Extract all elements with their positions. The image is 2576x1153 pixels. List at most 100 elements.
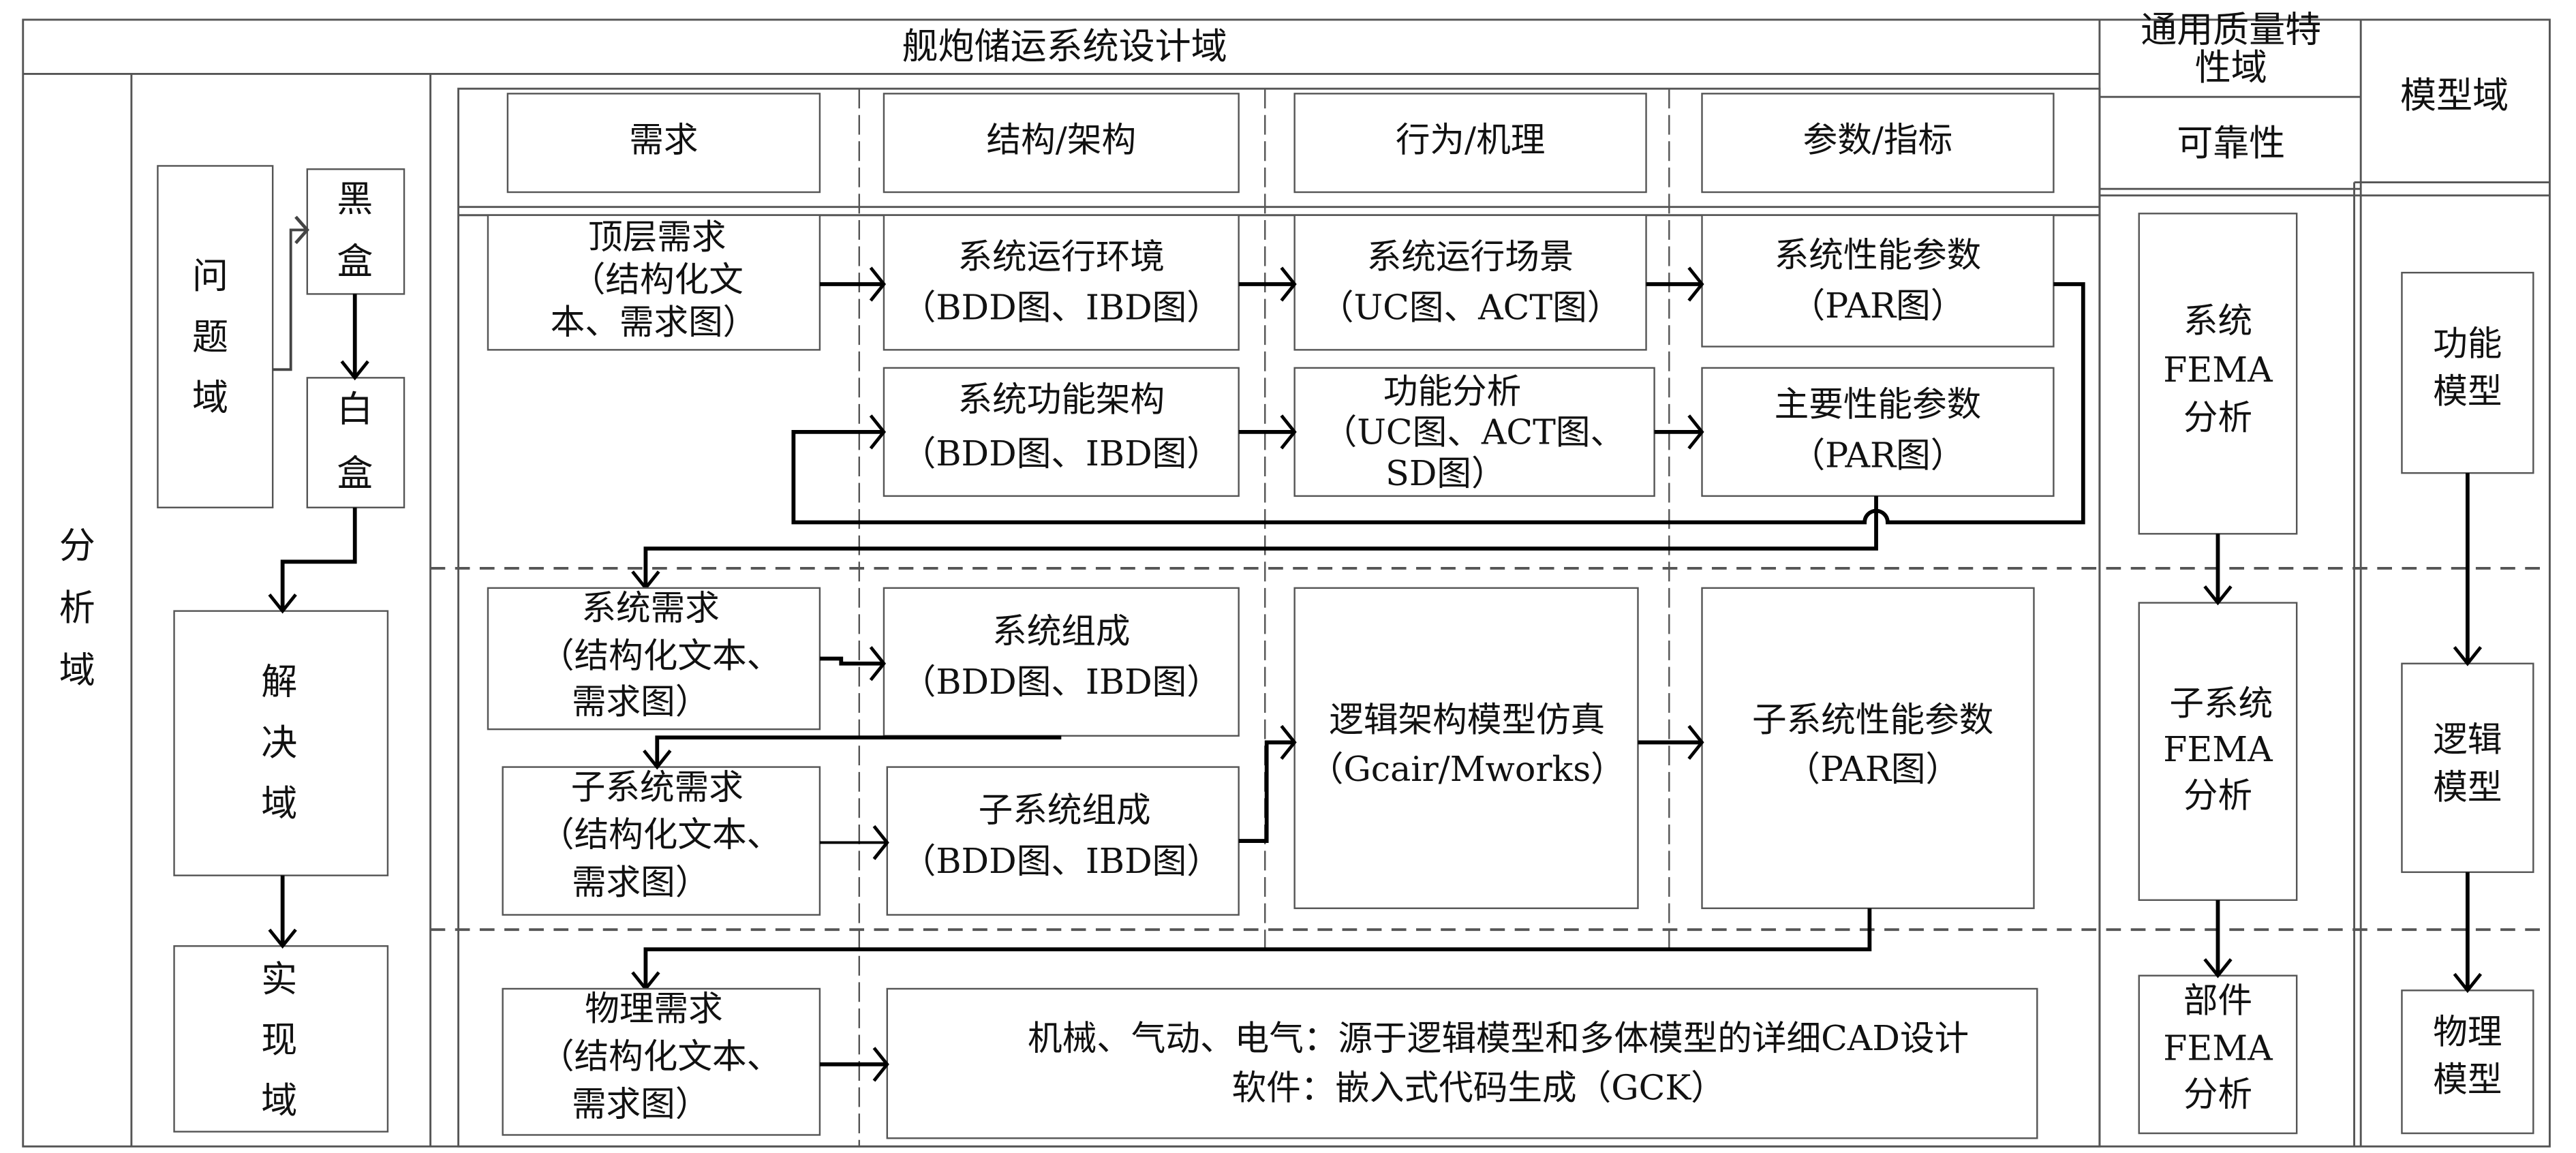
functional-architecture-box <box>883 367 1240 497</box>
arrowhead-scenario <box>1280 266 1297 302</box>
label-line: 顶层需求 <box>588 217 726 257</box>
performance-params-label: 系统性能参数 （PAR图） <box>1775 234 1982 326</box>
label-line: 模型 <box>2433 767 2502 807</box>
system-fema-label: 系统 FEMA 分析 <box>2163 301 2273 437</box>
label-line: 系统运行场景 <box>1367 236 1574 277</box>
arrowhead-solution <box>268 594 297 614</box>
physical-requirement-box <box>502 987 821 1136</box>
component-fema-box <box>2138 974 2298 1135</box>
label-line: 域 <box>261 782 297 825</box>
label-line: 逻辑 <box>2433 719 2502 759</box>
arrowhead-implementation <box>268 928 297 949</box>
label-line: 系统组成 <box>992 611 1130 651</box>
label-line: 子系统组成 <box>979 790 1151 830</box>
white-box <box>306 377 405 508</box>
functional-architecture-label: 系统功能架构 （BDD图、IBD图） <box>902 380 1221 474</box>
system-requirement-box <box>487 587 821 731</box>
main-performance-params-label: 主要性能参数 （PAR图） <box>1775 384 1982 476</box>
subsystem-fema-label: 子系统 FEMA 分析 <box>2163 683 2273 815</box>
arrowhead-subsystem-req <box>643 749 672 770</box>
system-requirement-label: 系统需求 （结构化文本、 需求图） <box>540 588 781 722</box>
arrowhead-blackbox <box>294 215 310 245</box>
subsystem-composition-to-simulation-connector <box>1238 740 1293 843</box>
label-line: 主要性能参数 <box>1775 384 1982 425</box>
label-line: 部件 <box>2183 981 2252 1021</box>
label-line: 功能 <box>2433 324 2502 364</box>
arrowhead-component-fema <box>2203 958 2233 979</box>
label-line: 模型 <box>2433 1059 2502 1099</box>
arrowhead-environment <box>869 266 887 302</box>
reliability-title: 可靠性 <box>2177 122 2285 164</box>
functional-analysis-box <box>1293 367 1655 497</box>
label-line: 域 <box>59 649 95 692</box>
label-line: 实 <box>261 958 297 1000</box>
label-line: SD图） <box>1385 453 1505 493</box>
label-line: 现 <box>261 1019 297 1061</box>
arrowhead-whitebox <box>340 360 369 381</box>
detailed-design-box <box>886 987 2038 1139</box>
arrowhead-detailed-design <box>872 1047 889 1082</box>
analysis-domain-label: 分 析 域 <box>59 525 95 692</box>
column-header-requirement <box>506 93 821 194</box>
system-req-to-composition-connector <box>819 656 883 666</box>
column-header-structure <box>883 93 1240 194</box>
label-line: 分析 <box>2183 1074 2252 1114</box>
label-line: 系统需求 <box>581 588 719 628</box>
quality-domain-title-line1: 通用质量特 <box>2141 9 2321 51</box>
system-composition-box <box>883 587 1240 737</box>
label-line: FEMA <box>2163 729 2273 769</box>
arrowhead-simulation <box>1280 724 1297 760</box>
implementation-domain-box <box>173 945 389 1133</box>
arrowhead-params <box>1687 266 1704 302</box>
label-line: 需求图） <box>572 1084 709 1124</box>
label-line: 物理 <box>2433 1011 2502 1051</box>
label-line: 系统功能架构 <box>957 380 1165 420</box>
operating-scenario-box <box>1293 214 1647 351</box>
label-line: 需求图） <box>572 681 709 722</box>
label-line: 解 <box>261 661 297 703</box>
operating-environment-box <box>883 214 1240 351</box>
functional-model-label: 功能 模型 <box>2433 324 2502 412</box>
label-line: 系统性能参数 <box>1775 234 1982 275</box>
label-line: 子系统性能参数 <box>1752 700 1993 740</box>
solution-domain-box <box>173 610 389 876</box>
physical-model-box <box>2401 989 2534 1135</box>
label-line: （结构化文 <box>571 260 743 300</box>
label-line: （结构化文本、 <box>540 636 781 676</box>
label-line: （BDD图、IBD图） <box>902 841 1221 881</box>
problem-to-blackbox-connector <box>273 228 306 371</box>
label-line: 盒 <box>337 241 373 283</box>
logic-simulation-box <box>1293 587 1639 910</box>
label-line: 模型 <box>2433 371 2502 411</box>
physical-model-label: 物理 模型 <box>2433 1011 2502 1099</box>
column-header-parameters-label: 参数/指标 <box>1803 120 1953 160</box>
label-line: 盒 <box>337 452 373 494</box>
physical-requirement-label: 物理需求 （结构化文本、 需求图） <box>540 989 781 1124</box>
operating-environment-label: 系统运行环境 （BDD图、IBD图） <box>902 236 1221 328</box>
logical-model-box <box>2401 662 2534 874</box>
label-line: （BDD图、IBD图） <box>902 288 1221 328</box>
label-line: 需求图） <box>572 862 709 902</box>
label-line: 题 <box>192 316 228 358</box>
system-fema-box <box>2138 213 2298 535</box>
label-line: （结构化文本、 <box>540 1036 781 1077</box>
arrowhead-subsystem-performance <box>1687 724 1704 760</box>
label-line: FEMA <box>2163 1028 2273 1069</box>
label-line: 系统运行环境 <box>957 236 1165 277</box>
label-line: 问 <box>192 255 228 297</box>
label-line: 功能分析 <box>1383 371 1521 411</box>
column-header-parameters <box>1701 93 2055 194</box>
label-line: 分析 <box>2183 397 2252 437</box>
performance-params-box <box>1701 214 2055 348</box>
model-domain-title: 模型域 <box>2400 74 2509 117</box>
subsystem-composition-label: 子系统组成 （BDD图、IBD图） <box>902 790 1221 881</box>
logical-model-label: 逻辑 模型 <box>2433 719 2502 807</box>
detailed-design-label: 机械、气动、电气：源于逻辑模型和多体模型的详细CAD设计 软件：嵌入式代码生成（… <box>1028 1018 1969 1107</box>
top-requirement-label: 顶层需求 （结构化文 本、需求图） <box>551 217 758 342</box>
arrowhead-system-composition <box>869 646 887 681</box>
column-header-behavior <box>1293 93 1647 194</box>
column-header-requirement-label: 需求 <box>629 120 698 160</box>
operating-scenario-label: 系统运行场景 （UC图、ACT图） <box>1319 236 1621 328</box>
arrowhead-logical-model <box>2453 646 2483 666</box>
column-header-structure-label: 结构/架构 <box>987 120 1137 160</box>
